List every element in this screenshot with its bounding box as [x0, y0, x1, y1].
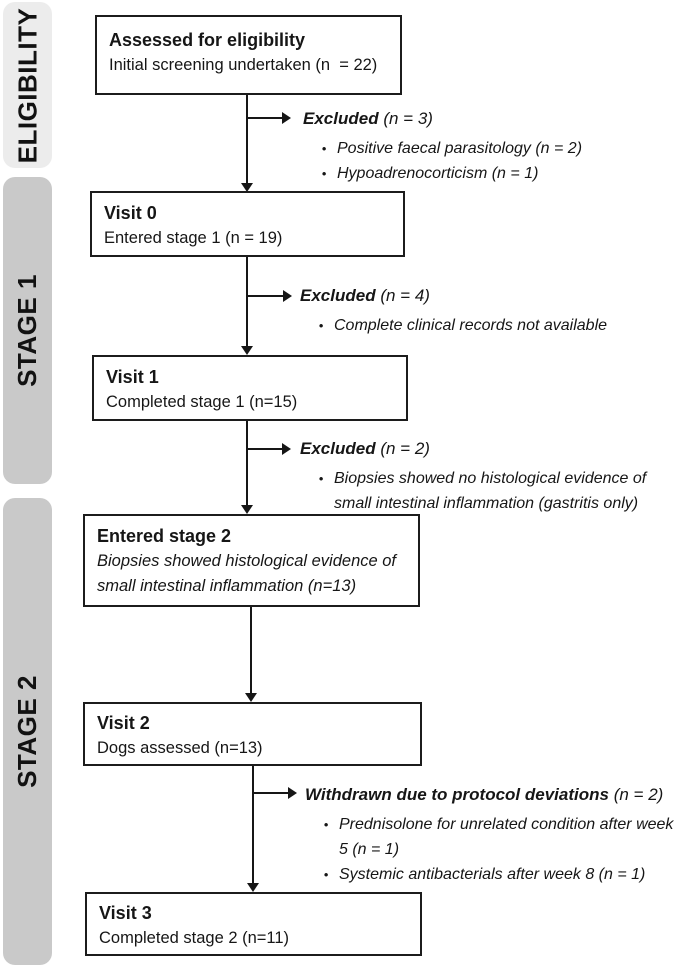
branch-heading: Excluded (n = 2) [300, 437, 684, 461]
bullet-marker [316, 466, 326, 516]
stage-band-label: ELIGIBILITY [12, 7, 43, 163]
bullet-item: Systemic antibacterials after week 8 (n … [305, 862, 683, 887]
branch-withdrawn: Withdrawn due to protocol deviations (n … [305, 783, 683, 887]
box-body: Initial screening undertaken (n = 22) [109, 56, 378, 74]
branch-heading: Excluded (n = 4) [300, 284, 680, 308]
bullet-text: Hypoadrenocorticism (n = 1) [337, 165, 539, 182]
connector-assessed-to-visit0 [241, 95, 253, 192]
flow-box-visit2: Visit 2 Dogs assessed (n=13) [83, 702, 422, 766]
bullet-text: Systemic antibacterials after week 8 (n … [339, 866, 646, 883]
branch-heading: Excluded (n = 3) [303, 107, 675, 131]
branch-arrow-excluded-1 [247, 112, 291, 124]
bullet-marker [319, 161, 329, 186]
branch-heading-text: Excluded [303, 109, 379, 128]
connector-visit2-to-visit3 [247, 766, 259, 892]
box-title: Entered stage 2 [97, 526, 232, 546]
connector-visit0-to-visit1 [241, 257, 253, 355]
bullet-item: Complete clinical records not available [300, 313, 680, 338]
branch-count: (n = 4) [380, 286, 430, 305]
bullet-text: Biopsies showed no histological evidence… [334, 470, 647, 512]
box-title: Visit 2 [97, 713, 150, 733]
box-body: Completed stage 2 (n=11) [99, 929, 290, 947]
branch-arrow-excluded-2 [247, 290, 292, 302]
box-body: Completed stage 1 (n=15) [106, 393, 298, 411]
branch-bullets: Positive faecal parasitology (n = 2) Hyp… [303, 136, 675, 186]
branch-bullets: Prednisolone for unrelated condition aft… [305, 812, 683, 887]
bullet-text: Complete clinical records not available [334, 317, 608, 334]
branch-heading: Withdrawn due to protocol deviations (n … [305, 783, 683, 807]
bullet-marker [319, 136, 329, 161]
flow-box-entered-stage2: Entered stage 2 Biopsies showed histolog… [83, 514, 420, 607]
box-title: Assessed for eligibility [109, 30, 306, 50]
bullet-marker [321, 812, 331, 862]
flow-box-visit3: Visit 3 Completed stage 2 (n=11) [85, 892, 422, 956]
stage-band-label: STAGE 1 [12, 274, 43, 387]
box-body: Biopsies showed histological evidence of… [97, 552, 397, 595]
flow-box-assessed-for-eligibility: Assessed for eligibility Initial screeni… [95, 15, 402, 95]
flow-box-visit0: Visit 0 Entered stage 1 (n = 19) [90, 191, 405, 257]
connector-entered2-to-visit2 [245, 607, 257, 702]
branch-heading-text: Excluded [300, 286, 376, 305]
connector-visit1-to-entered2 [241, 421, 253, 514]
branch-excluded-3: Excluded (n = 2) Biopsies showed no hist… [300, 437, 684, 516]
bullet-item: Positive faecal parasitology (n = 2) [303, 136, 675, 161]
branch-excluded-2: Excluded (n = 4) Complete clinical recor… [300, 284, 680, 338]
flow-box-visit1: Visit 1 Completed stage 1 (n=15) [92, 355, 408, 421]
bullet-marker [321, 862, 331, 887]
stage-band-label: STAGE 2 [12, 675, 43, 788]
bullet-item: Prednisolone for unrelated condition aft… [305, 812, 683, 862]
box-body: Entered stage 1 (n = 19) [104, 229, 283, 247]
box-body: Dogs assessed (n=13) [97, 739, 263, 757]
bullet-text: Positive faecal parasitology (n = 2) [337, 140, 583, 157]
branch-count: (n = 2) [613, 785, 664, 804]
branch-count: (n = 2) [380, 439, 430, 458]
branch-heading-text: Excluded [300, 439, 376, 458]
branch-count: (n = 3) [383, 109, 433, 128]
stage-band-stage2: STAGE 2 [3, 498, 52, 965]
box-title: Visit 0 [104, 203, 157, 223]
branch-excluded-1: Excluded (n = 3) Positive faecal parasit… [303, 107, 675, 186]
branch-bullets: Complete clinical records not available [300, 313, 680, 338]
branch-bullets: Biopsies showed no histological evidence… [300, 466, 684, 516]
branch-arrow-excluded-3 [247, 443, 291, 455]
bullet-marker [316, 313, 326, 338]
stage-band-stage1: STAGE 1 [3, 177, 52, 484]
box-title: Visit 3 [99, 903, 152, 923]
stage-band-eligibility: ELIGIBILITY [3, 2, 52, 168]
bullet-text: Prednisolone for unrelated condition aft… [339, 816, 674, 858]
bullet-item: Biopsies showed no histological evidence… [300, 466, 684, 516]
branch-arrow-withdrawn [253, 787, 297, 799]
branch-heading-text: Withdrawn due to protocol deviations [305, 785, 609, 804]
box-title: Visit 1 [106, 367, 159, 387]
bullet-item: Hypoadrenocorticism (n = 1) [303, 161, 675, 186]
